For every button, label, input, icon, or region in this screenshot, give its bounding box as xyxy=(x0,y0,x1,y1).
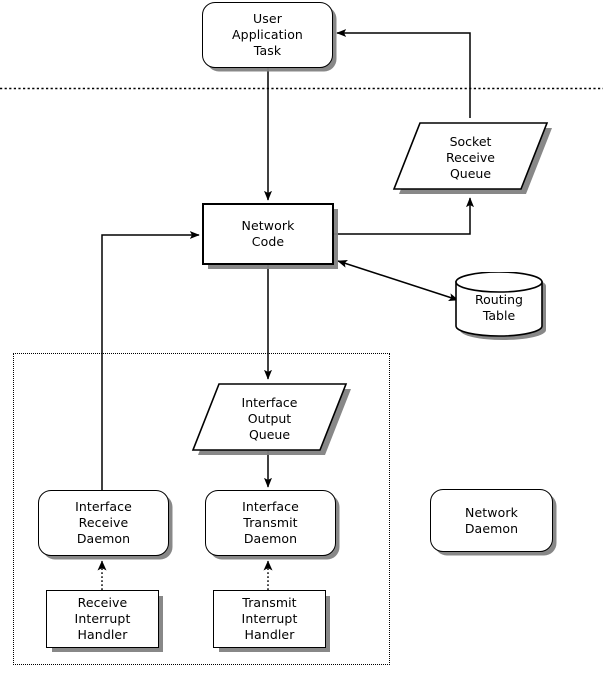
node-label-line: Interrupt xyxy=(241,611,298,626)
node-label-line: Queue xyxy=(248,427,291,442)
node-receive-interrupt-handler[interactable]: Receive Interrupt Handler xyxy=(46,590,159,648)
interface-output-queue-label: Interface Output Queue xyxy=(188,379,351,459)
node-label-line: Socket xyxy=(449,134,492,149)
node-label-line: Transmit xyxy=(243,515,298,530)
node-label-line: Handler xyxy=(244,627,295,642)
node-label-line: Queue xyxy=(449,166,492,181)
node-label-line: User xyxy=(253,11,282,26)
node-label-line: Routing xyxy=(475,292,523,307)
node-routing-table[interactable]: Routing Table xyxy=(455,271,555,344)
socket-receive-queue-shape xyxy=(392,122,552,194)
node-label-line: Receive xyxy=(446,150,495,165)
node-transmit-interrupt-handler[interactable]: Transmit Interrupt Handler xyxy=(213,590,326,648)
node-label-line: Interface xyxy=(75,499,132,514)
node-label-line: Interrupt xyxy=(74,611,131,626)
node-label-line: Daemon xyxy=(464,520,519,536)
node-label-line: Code xyxy=(251,234,285,249)
node-label-line: Daemon xyxy=(243,531,298,546)
socket-receive-queue-label: Socket Receive Queue xyxy=(389,118,552,198)
driver-region-boundary xyxy=(13,353,390,665)
node-socket-receive-queue[interactable]: Socket Receive Queue xyxy=(389,118,552,198)
node-label-line: Output xyxy=(247,411,292,426)
node-user-application-task[interactable]: User Application Task xyxy=(202,2,333,68)
node-label-line: Receive xyxy=(77,595,128,610)
routing-table-label: Routing Table xyxy=(455,278,543,338)
edge-networkcode-routingtable xyxy=(337,260,459,301)
node-interface-transmit-daemon[interactable]: Interface Transmit Daemon xyxy=(205,490,336,556)
interface-output-queue-shape xyxy=(191,383,351,455)
node-label-line: Receive xyxy=(78,515,129,530)
node-label-line: Handler xyxy=(77,627,128,642)
node-label-line: Application xyxy=(232,27,303,42)
node-label-line: Table xyxy=(482,308,516,323)
node-network-daemon[interactable]: Network Daemon xyxy=(430,489,553,552)
edge-receivedaemon-to-networkcode xyxy=(101,231,200,490)
node-interface-receive-daemon[interactable]: Interface Receive Daemon xyxy=(38,490,169,556)
node-label-line: Transmit xyxy=(242,595,297,610)
node-interface-output-queue[interactable]: Interface Output Queue xyxy=(188,379,351,459)
edge-socketqueue-to-userapp xyxy=(336,29,471,118)
routing-table-shape xyxy=(455,271,546,340)
node-label-line: Daemon xyxy=(76,531,131,546)
node-label-line: Task xyxy=(253,43,282,58)
node-label-line: Interface xyxy=(242,499,299,514)
node-network-code[interactable]: Network Code xyxy=(202,203,334,265)
edge-networkcode-to-socketqueue xyxy=(334,197,474,235)
node-label-line: Network xyxy=(465,504,518,520)
node-label-line: Interface xyxy=(241,395,298,410)
node-label-line: Network xyxy=(241,218,295,233)
